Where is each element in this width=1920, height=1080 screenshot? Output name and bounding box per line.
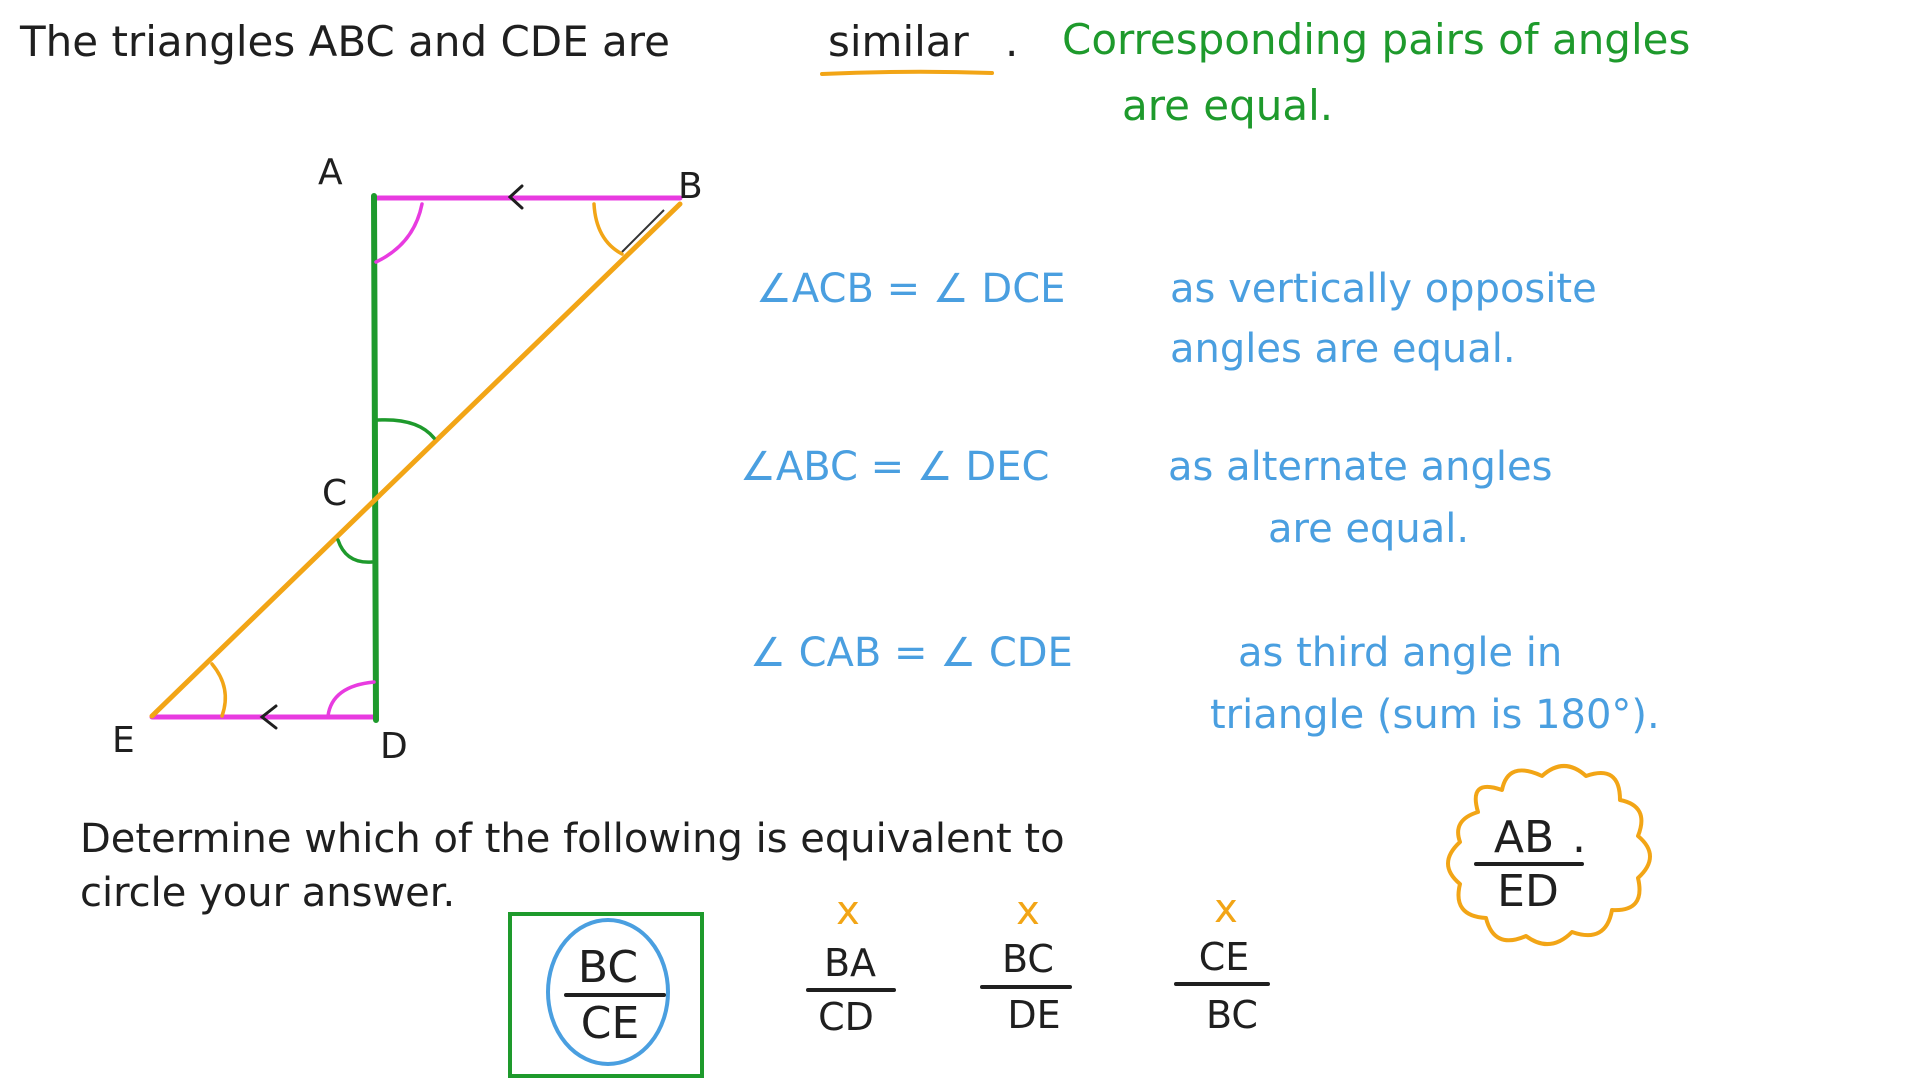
option-1-denominator: CE (581, 998, 640, 1049)
angle-arc-e (210, 662, 228, 718)
target-numerator: AB (1494, 812, 1554, 863)
answer-box (508, 912, 704, 1078)
option-2[interactable]: x BA CD (806, 888, 896, 1039)
option-3-numerator: BC (1002, 937, 1054, 981)
question-line-1: Determine which of the following is equi… (80, 816, 1065, 862)
statement-keyword: similar (828, 17, 970, 66)
option-1[interactable]: BC CE (508, 912, 704, 1078)
angle-arc-c-lower (336, 538, 374, 564)
option-2-numerator: BA (824, 941, 876, 985)
parallel-arrow-ed (259, 704, 278, 730)
vertex-label-d: D (380, 726, 408, 767)
statement-text: The triangles ABC and CDE are (19, 17, 670, 66)
reason-3-line-1: as third angle in (1238, 630, 1562, 676)
option-4-numerator: CE (1199, 935, 1250, 979)
reason-1-line-1: as vertically opposite (1170, 266, 1597, 312)
target-dot: . (1572, 812, 1586, 863)
option-4-denominator: BC (1206, 993, 1258, 1037)
note-line-1: Corresponding pairs of angles (1062, 15, 1690, 64)
angle-arc-b (592, 202, 624, 256)
options-row: BC CE x BA CD x BC DE x CE BC (508, 886, 1270, 1078)
reason-1-equation: ∠ACB = ∠ DCE (756, 266, 1065, 312)
statement-end: . (1005, 17, 1018, 66)
parallel-arrow-ab (507, 184, 524, 210)
reason-2-line-2: are equal. (1268, 506, 1469, 552)
option-3-cross-mark: x (1016, 888, 1040, 934)
reasons-block: ∠ACB = ∠ DCE as vertically opposite angl… (740, 266, 1660, 738)
answer-circle (546, 918, 670, 1066)
option-3[interactable]: x BC DE (980, 888, 1072, 1037)
reason-2-line-1: as alternate angles (1168, 444, 1552, 490)
reason-2-equation: ∠ABC = ∠ DEC (740, 444, 1049, 490)
triangle-diagram: A B C D E (112, 152, 703, 767)
angle-arc-c-upper (376, 418, 436, 440)
option-2-denominator: CD (818, 995, 874, 1039)
segment-be (149, 201, 683, 719)
option-3-denominator: DE (1007, 993, 1060, 1037)
reason-3-equation: ∠ CAB = ∠ CDE (750, 630, 1073, 676)
reason-1-line-2: angles are equal. (1170, 326, 1516, 372)
option-2-cross-mark: x (836, 888, 860, 934)
target-cloud-outline (1446, 764, 1652, 946)
vertex-label-b: B (678, 166, 703, 207)
similar-underline (820, 69, 994, 76)
vertex-label-a: A (318, 152, 343, 193)
segment-be-shadow (621, 209, 665, 253)
option-1-numerator: BC (578, 942, 638, 993)
note-line-2: are equal. (1122, 81, 1333, 130)
option-4[interactable]: x CE BC (1174, 886, 1270, 1037)
target-denominator: ED (1497, 866, 1559, 917)
angle-arc-a (374, 202, 424, 264)
vertex-label-c: C (322, 473, 347, 514)
question-line-2: circle your answer. (80, 870, 455, 916)
segment-ad (371, 193, 379, 723)
angle-arc-d (326, 680, 376, 718)
option-4-cross-mark: x (1214, 886, 1238, 932)
vertex-label-e: E (112, 720, 135, 761)
target-fraction: AB . ED (1446, 764, 1652, 946)
reason-3-line-2: triangle (sum is 180°). (1210, 692, 1660, 738)
